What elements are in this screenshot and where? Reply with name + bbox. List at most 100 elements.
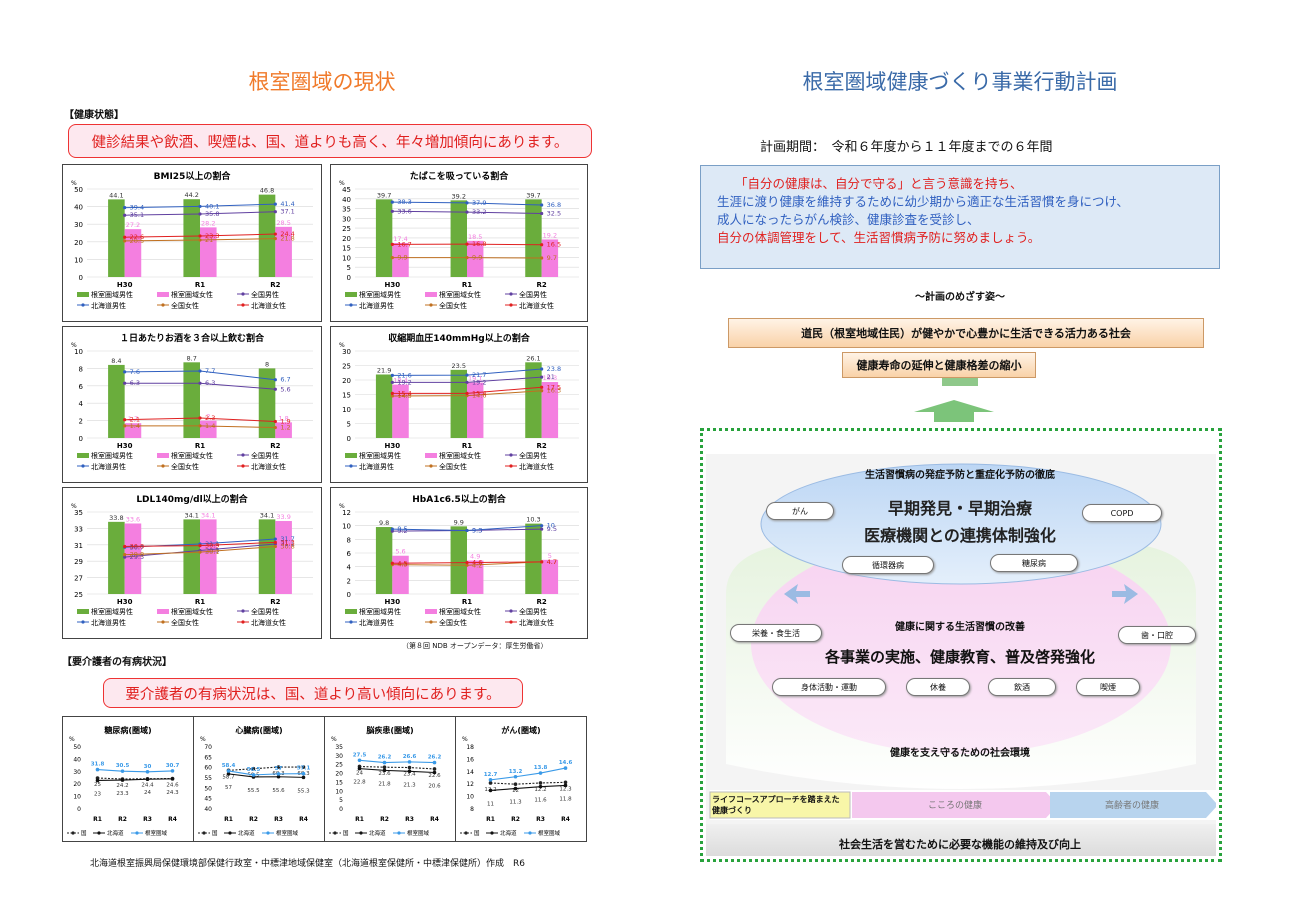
bar <box>525 199 542 277</box>
data-label: 9.5 <box>397 525 407 533</box>
source-note: （第８回 NDB オープンデータ：厚生労働省） <box>402 642 548 650</box>
line-point <box>390 200 394 204</box>
legend-marker <box>509 609 513 613</box>
legend-marker <box>71 831 75 835</box>
line-point <box>198 544 202 548</box>
data-label: 40.1 <box>205 202 219 210</box>
right-title: 根室圏域健康づくり事業行動計画 <box>802 70 1118 94</box>
bar <box>541 559 559 594</box>
data-label: 22.6 <box>428 773 441 779</box>
line-point <box>123 544 127 549</box>
line-point <box>120 778 125 782</box>
line-point <box>170 777 175 781</box>
line-point <box>301 771 306 776</box>
health-banner: 健診結果や飲酒、喫煙は、国、道よりも高く、年々増加傾向にあります。 <box>68 124 592 158</box>
line-point <box>123 424 127 428</box>
bar <box>467 382 484 438</box>
y-tick-label: 10 <box>74 256 83 264</box>
y-tick-label: 2 <box>79 418 83 426</box>
data-label: 30.7 <box>130 543 144 551</box>
y-tick-label: 35 <box>335 744 343 751</box>
goal-box: 健康寿命の延伸と健康格差の縮小 <box>842 352 1036 378</box>
x-tick-label: R3 <box>405 816 414 823</box>
bar <box>375 374 393 438</box>
series-line <box>228 766 304 771</box>
chart-title: LDL140mg/dl以上の割合 <box>136 493 248 505</box>
data-label: 31.7 <box>280 535 294 543</box>
y-unit: % <box>71 503 77 510</box>
data-label: 19.3 <box>543 374 557 382</box>
mezasu-label: ～計画のめざす姿～ <box>915 292 1005 303</box>
line-point <box>276 772 281 776</box>
bar <box>392 242 409 277</box>
y-tick-label: 8 <box>79 365 83 373</box>
bar <box>541 382 559 438</box>
y-tick-label: 29 <box>74 558 83 566</box>
line-point <box>390 391 394 395</box>
line-point <box>198 369 202 373</box>
layer1-main2: 医療機関との連携体制強化 <box>864 526 1056 545</box>
data-label: 21.8 <box>378 781 391 787</box>
y-tick-label: 50 <box>74 186 83 194</box>
y-unit: % <box>339 342 345 349</box>
line-point <box>540 203 544 207</box>
bar <box>525 523 542 594</box>
data-label: 8.4 <box>111 357 121 365</box>
line-point <box>382 760 387 765</box>
legend-label: 北海道 <box>238 829 255 837</box>
data-label: 9.8 <box>379 519 389 527</box>
legend-label: 全国女性 <box>439 618 467 627</box>
legend-marker <box>241 464 245 468</box>
line-point <box>273 544 277 549</box>
legend-label: 北海道男性 <box>91 462 126 471</box>
data-label: 39.7 <box>377 191 391 199</box>
line-point <box>513 782 518 786</box>
line-point <box>198 238 202 242</box>
legend-label: 根室圏域女性 <box>439 451 481 460</box>
legend-label: 全国男性 <box>519 451 547 460</box>
lifecourse-label: ライフコースアプローチを踏まえた健康づくり <box>712 795 840 815</box>
legend-label: 全国男性 <box>251 290 279 299</box>
y-tick-label: 50 <box>73 744 81 751</box>
data-label: 15.4 <box>472 389 486 397</box>
line-point <box>382 768 387 773</box>
data-label: 4.3 <box>397 561 407 569</box>
legend-marker <box>333 831 337 835</box>
data-label: 36.8 <box>547 201 561 209</box>
legend-marker <box>509 292 513 296</box>
data-label: 20.6 <box>428 784 441 790</box>
legend-label: 根室圏域男性 <box>359 451 401 460</box>
y-tick-label: 30 <box>335 753 343 760</box>
bar <box>450 369 467 438</box>
bar <box>200 420 217 438</box>
legend-label: 全国女性 <box>171 618 199 627</box>
pill-gan: がん <box>766 502 834 520</box>
line-point <box>251 773 256 777</box>
y-unit: % <box>331 736 337 743</box>
y-tick-label: 45 <box>204 796 212 803</box>
line-point <box>563 783 568 788</box>
data-label: 20.5 <box>130 237 144 245</box>
series-line <box>490 767 566 781</box>
legend-label: 国 <box>343 830 349 837</box>
data-label: 9.3 <box>472 526 482 534</box>
data-label: 9.7 <box>547 254 557 262</box>
bar <box>200 519 217 594</box>
bar <box>450 526 467 594</box>
y-tick-label: 30 <box>74 221 83 229</box>
data-label: 9.9 <box>454 518 464 526</box>
data-label: 4.6 <box>472 559 482 567</box>
data-label: 1.4 <box>130 422 140 430</box>
y-tick-label: 30 <box>342 215 351 223</box>
data-label: 34.1 <box>260 511 274 519</box>
y-tick-label: 65 <box>204 754 212 761</box>
y-tick-label: 0 <box>77 806 81 813</box>
legend-label: 北海道 <box>500 829 517 837</box>
data-label: 26.2 <box>378 755 392 761</box>
y-tick-label: 0 <box>347 591 351 599</box>
y-tick-label: 70 <box>204 744 212 751</box>
x-tick-label: H30 <box>117 442 133 450</box>
pill-copd: COPD <box>1082 504 1162 522</box>
line-point <box>273 425 277 430</box>
